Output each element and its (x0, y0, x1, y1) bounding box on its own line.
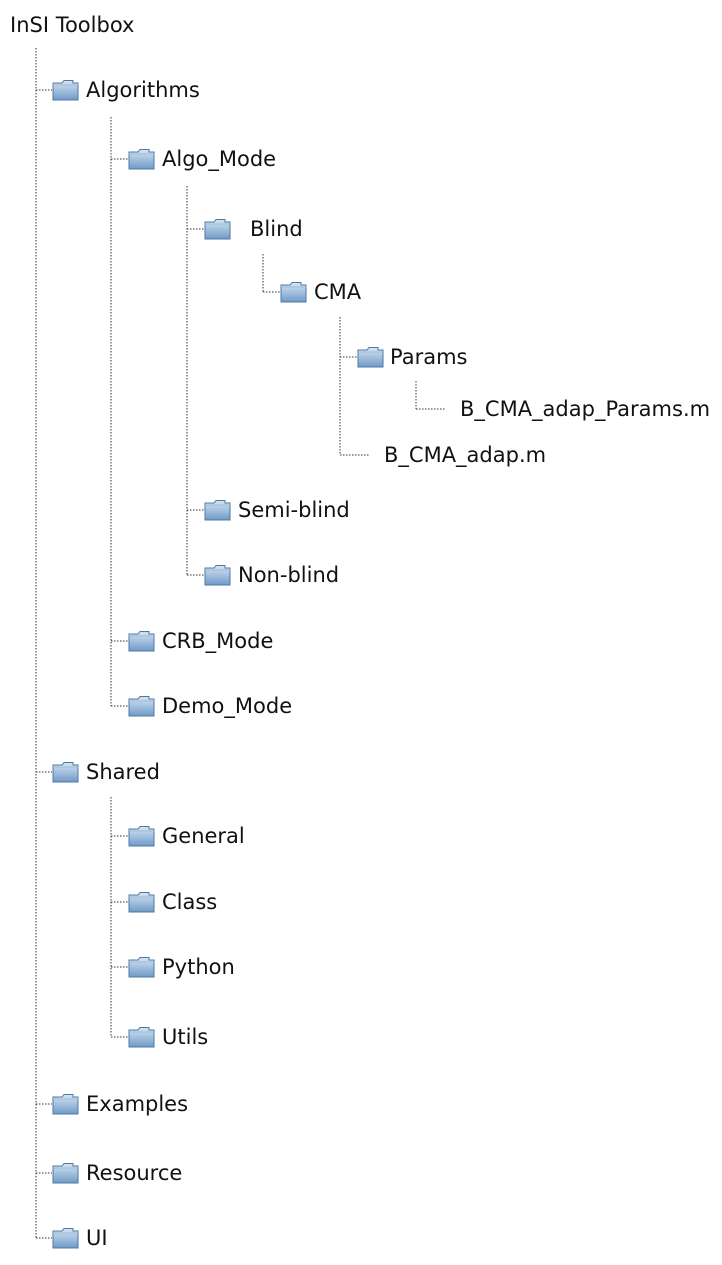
tree-node-b-cma-adap-params[interactable]: B_CMA_adap_Params.m (460, 397, 711, 421)
folder-icon (204, 499, 231, 521)
tree-node-python[interactable]: Python (162, 955, 235, 979)
folder-icon (128, 630, 155, 652)
folder-icon (280, 281, 307, 303)
folder-icon (52, 1093, 79, 1115)
folder-icon (128, 891, 155, 913)
folder-icon (52, 761, 79, 783)
tree-node-ui[interactable]: UI (86, 1226, 108, 1250)
folder-icon (204, 218, 231, 240)
folder-icon (128, 695, 155, 717)
folder-icon (204, 564, 231, 586)
folder-icon (128, 148, 155, 170)
tree-node-params[interactable]: Params (390, 345, 468, 369)
folder-icon (357, 346, 384, 368)
tree-node-resource[interactable]: Resource (86, 1161, 183, 1185)
folder-icon (128, 1026, 155, 1048)
tree-root-label: InSI Toolbox (10, 13, 135, 37)
tree-node-utils[interactable]: Utils (162, 1025, 209, 1049)
tree-node-crb-mode[interactable]: CRB_Mode (162, 629, 274, 653)
folder-icon (52, 1162, 79, 1184)
tree-node-semi-blind[interactable]: Semi-blind (238, 498, 350, 522)
tree-node-cma[interactable]: CMA (314, 280, 362, 304)
tree-node-general[interactable]: General (162, 824, 245, 848)
tree-node-algo-mode[interactable]: Algo_Mode (162, 147, 277, 171)
folder-icon (52, 79, 79, 101)
tree-node-examples[interactable]: Examples (86, 1092, 189, 1116)
tree-node-blind[interactable]: Blind (250, 217, 303, 241)
tree-node-shared[interactable]: Shared (86, 760, 160, 784)
tree-node-non-blind[interactable]: Non-blind (238, 563, 340, 587)
folder-icon (128, 956, 155, 978)
tree-node-demo-mode[interactable]: Demo_Mode (162, 694, 293, 718)
tree-node-class[interactable]: Class (162, 890, 218, 914)
folder-icon (128, 825, 155, 847)
folder-icon (52, 1227, 79, 1249)
tree-node-algorithms[interactable]: Algorithms (86, 78, 200, 102)
tree-node-b-cma-adap[interactable]: B_CMA_adap.m (384, 443, 547, 467)
